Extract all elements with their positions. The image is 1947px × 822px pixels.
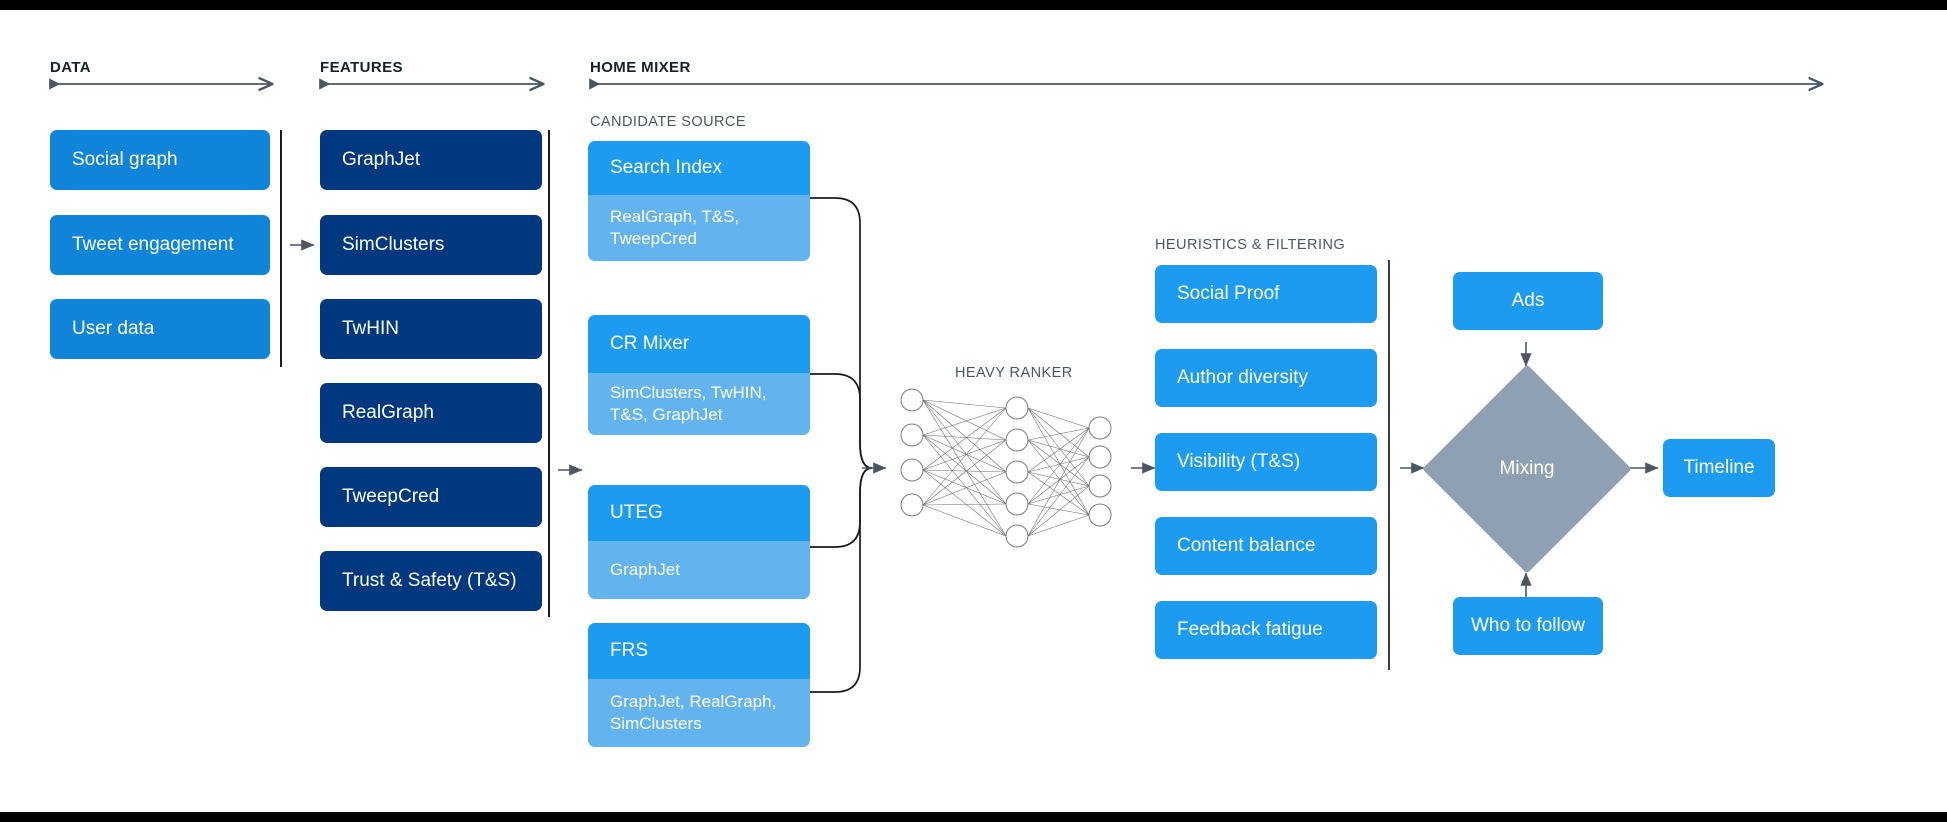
heuristic-card-content-balance[interactable]: Content balance <box>1155 517 1377 575</box>
data-card-label: User data <box>72 317 155 339</box>
feature-card-twhin[interactable]: TwHIN <box>320 299 542 359</box>
candidate-source-title: UTEG <box>610 502 663 523</box>
mixing-diamond-label: Mixing <box>1499 458 1555 479</box>
feature-card-label: GraphJet <box>342 148 421 170</box>
feature-card-simclusters[interactable]: SimClusters <box>320 215 542 275</box>
candidate-source-title: FRS <box>610 640 648 661</box>
candidate-source-features-text: SimClusters, TwHIN, T&S, GraphJet <box>610 382 767 424</box>
candidate-source-features-text: GraphJet <box>610 559 680 579</box>
heuristic-card-social-proof[interactable]: Social Proof <box>1155 265 1377 323</box>
feature-card-graphjet[interactable]: GraphJet <box>320 130 542 190</box>
section-label-heuristics: HEURISTICS & FILTERING <box>1155 237 1346 253</box>
candidate-source-features-text: RealGraph, T&S, TweepCred <box>610 206 740 248</box>
candidate-source-name: CR Mixer <box>588 315 810 373</box>
candidate-source-cr-mixer[interactable]: CR Mixer SimClusters, TwHIN, T&S, GraphJ… <box>588 315 810 435</box>
data-card-user-data[interactable]: User data <box>50 299 270 359</box>
section-label-heavy-ranker: HEAVY RANKER <box>955 365 1073 381</box>
section-label-features: FEATURES <box>320 59 403 76</box>
candidate-source-features-text: GraphJet, RealGraph, SimClusters <box>610 691 777 733</box>
feature-card-label: TwHIN <box>342 317 399 339</box>
candidate-source-name: Search Index <box>588 141 810 195</box>
candidate-source-uteg[interactable]: UTEG GraphJet <box>588 485 810 599</box>
feature-card-realgraph[interactable]: RealGraph <box>320 383 542 443</box>
diagram-canvas: DATA FEATURES HOME MIXER CANDIDATE SOURC… <box>0 10 1947 812</box>
candidate-source-features: SimClusters, TwHIN, T&S, GraphJet <box>588 373 810 435</box>
heuristic-card-label: Visibility (T&S) <box>1177 450 1301 472</box>
section-label-data: DATA <box>50 59 92 76</box>
feature-card-tweepcred[interactable]: TweepCred <box>320 467 542 527</box>
separator-data-features <box>280 130 282 367</box>
candidate-source-search-index[interactable]: Search Index RealGraph, T&S, TweepCred <box>588 141 810 261</box>
mixing-card-ads[interactable]: Ads <box>1453 272 1603 330</box>
mixing-card-label: Ads <box>1511 289 1545 311</box>
candidate-source-features: RealGraph, T&S, TweepCred <box>588 195 810 261</box>
heuristic-card-label: Content balance <box>1177 534 1316 556</box>
feature-card-trust-safety[interactable]: Trust & Safety (T&S) <box>320 551 542 611</box>
heuristic-card-feedback-fatigue[interactable]: Feedback fatigue <box>1155 601 1377 659</box>
heuristic-card-visibility[interactable]: Visibility (T&S) <box>1155 433 1377 491</box>
diagram-connectors <box>0 10 1947 693</box>
feature-card-label: SimClusters <box>342 233 445 255</box>
section-label-home-mixer: HOME MIXER <box>590 59 691 76</box>
candidate-source-name: UTEG <box>588 485 810 541</box>
heuristic-card-author-diversity[interactable]: Author diversity <box>1155 349 1377 407</box>
feature-card-label: TweepCred <box>342 485 440 507</box>
mixing-card-who-to-follow[interactable]: Who to follow <box>1453 597 1603 655</box>
heuristic-card-label: Author diversity <box>1177 366 1308 388</box>
candidate-source-frs[interactable]: FRS GraphJet, RealGraph, SimClusters <box>588 623 810 747</box>
section-label-candidate-source: CANDIDATE SOURCE <box>590 114 746 130</box>
data-card-tweet-engagement[interactable]: Tweet engagement <box>50 215 270 275</box>
diagram-stage: DATA FEATURES HOME MIXER CANDIDATE SOURC… <box>0 10 1947 812</box>
mixing-card-label: Timeline <box>1683 456 1755 478</box>
mixing-card-label: Who to follow <box>1470 614 1586 636</box>
heuristic-card-label: Social Proof <box>1177 282 1280 304</box>
feature-card-label: Trust & Safety (T&S) <box>342 569 517 591</box>
separator-features-mixer <box>548 130 550 617</box>
data-card-label: Social graph <box>72 148 178 170</box>
candidate-source-features: GraphJet, RealGraph, SimClusters <box>588 679 810 747</box>
data-card-social-graph[interactable]: Social graph <box>50 130 270 190</box>
data-card-label: Tweet engagement <box>72 233 234 255</box>
mixing-card-timeline[interactable]: Timeline <box>1663 439 1775 497</box>
candidate-source-title: Search Index <box>610 157 722 178</box>
heuristic-card-label: Feedback fatigue <box>1177 618 1323 640</box>
candidate-source-title: CR Mixer <box>610 333 690 354</box>
candidate-source-features: GraphJet <box>588 541 810 599</box>
feature-card-label: RealGraph <box>342 401 434 423</box>
candidate-source-name: FRS <box>588 623 810 679</box>
